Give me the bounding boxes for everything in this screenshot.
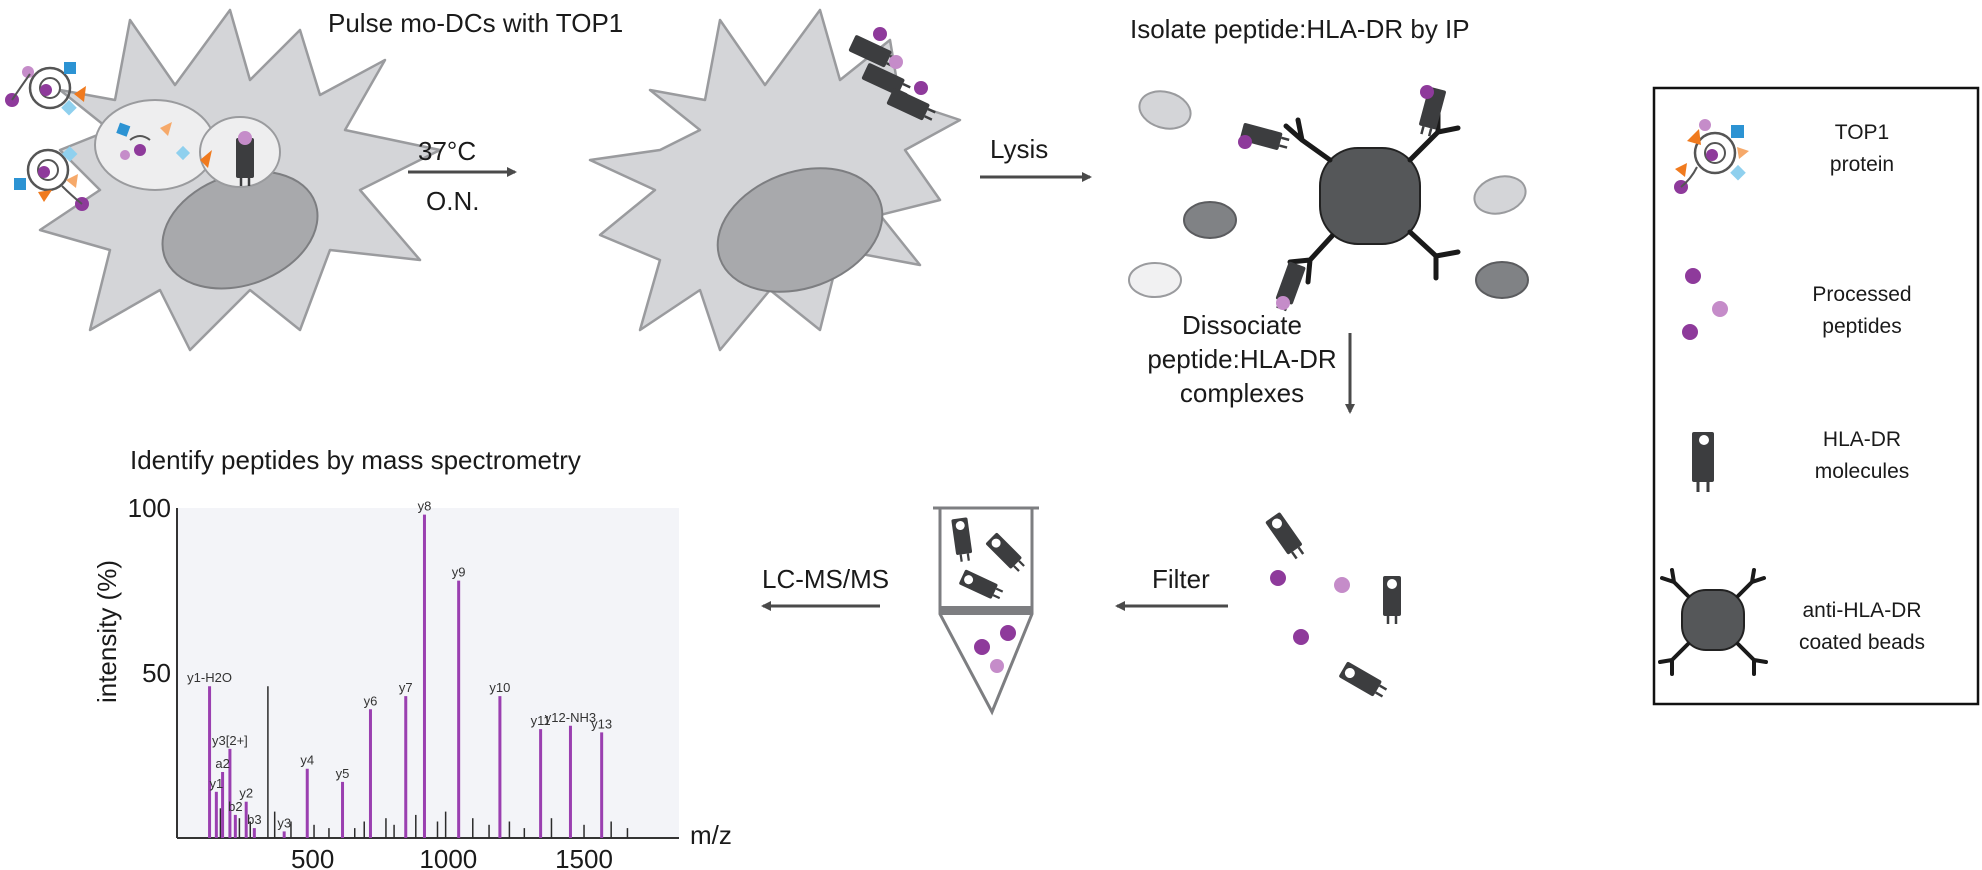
peak-label: y6 [364, 693, 378, 708]
x-axis-title: m/z [690, 820, 732, 850]
y-tick-label: 100 [128, 493, 171, 523]
annotated-peaks [208, 514, 604, 838]
peak-label: b2 [228, 799, 242, 814]
filter-tube [933, 506, 1039, 716]
step-title-identify: Identify peptides by mass spectrometry [130, 445, 581, 475]
lcms-label: LC-MS/MS [762, 564, 890, 594]
immunoprecipitation-scene [1128, 85, 1529, 314]
peak-label: y7 [399, 680, 413, 695]
step-title-dissociate-1: Dissociate [1182, 310, 1302, 340]
incubation-duration-label: O.N. [426, 186, 480, 216]
step-title-isolate: Isolate peptide:HLA-DR by IP [1130, 14, 1470, 44]
legend-label-beads-1: anti-HLA-DR [1802, 599, 1922, 622]
dendritic-cell-2 [588, 8, 962, 352]
dendritic-cell-1 [5, 8, 442, 352]
anti-hla-dr-bead-icon [1658, 568, 1768, 676]
incubation-temp-label: 37°C [418, 136, 477, 166]
peak-label: y1-H2O [187, 670, 232, 685]
peak-label: y10 [489, 680, 510, 695]
legend-label-peptides-2: peptides [1822, 315, 1902, 338]
lysis-label: Lysis [990, 134, 1049, 164]
peak-label: y5 [336, 766, 350, 781]
x-tick-label: 500 [291, 844, 334, 870]
step-title-dissociate-3: complexes [1179, 378, 1305, 408]
legend-label-top1-1: TOP1 [1834, 121, 1890, 144]
y-axis-title: intensity (%) [92, 560, 122, 704]
filter-label: Filter [1152, 564, 1210, 594]
hla-dr-molecule-icon [1692, 432, 1714, 492]
x-tick-label: 1500 [555, 844, 613, 870]
peak-label: y3[2+] [212, 733, 248, 748]
peak-label: y3 [277, 815, 291, 830]
legend-box [1652, 86, 1980, 706]
peak-label: y9 [452, 565, 466, 580]
legend-label-top1-2: protein [1829, 153, 1895, 176]
processed-peptides-icon [1682, 268, 1728, 340]
step-title-pulse: Pulse mo-DCs with TOP1 [328, 8, 624, 38]
peak-label: y12-NH3 [545, 710, 596, 725]
peak-label: y13 [591, 716, 612, 731]
step-title-dissociate-2: peptide:HLA-DR [1147, 344, 1337, 374]
peak-label: a2 [215, 756, 229, 771]
unannotated-peaks [219, 686, 629, 838]
legend-label-beads-2: coated beads [1798, 631, 1926, 654]
peak-label: y2 [239, 786, 253, 801]
y-tick-labels: 50 100 [128, 493, 171, 688]
legend-label-hla-1: HLA-DR [1822, 428, 1902, 451]
legend-label-hla-2: molecules [1814, 460, 1910, 483]
x-tick-label: 1000 [419, 844, 477, 870]
peak-label: y1 [209, 776, 223, 791]
peak-label: y8 [418, 499, 432, 514]
plot-background [177, 508, 679, 838]
x-tick-labels: 500 1000 1500 [291, 844, 613, 870]
y-tick-label: 50 [142, 658, 171, 688]
legend-label-peptides-1: Processed [1812, 283, 1912, 306]
top1-protein-icon [1674, 119, 1749, 194]
dissociated-complexes [1265, 512, 1401, 701]
peak-label: y11 [531, 713, 551, 728]
antibody-bead [1319, 147, 1421, 245]
peak-label: y4 [300, 753, 314, 768]
peak-label: b3 [247, 812, 261, 827]
